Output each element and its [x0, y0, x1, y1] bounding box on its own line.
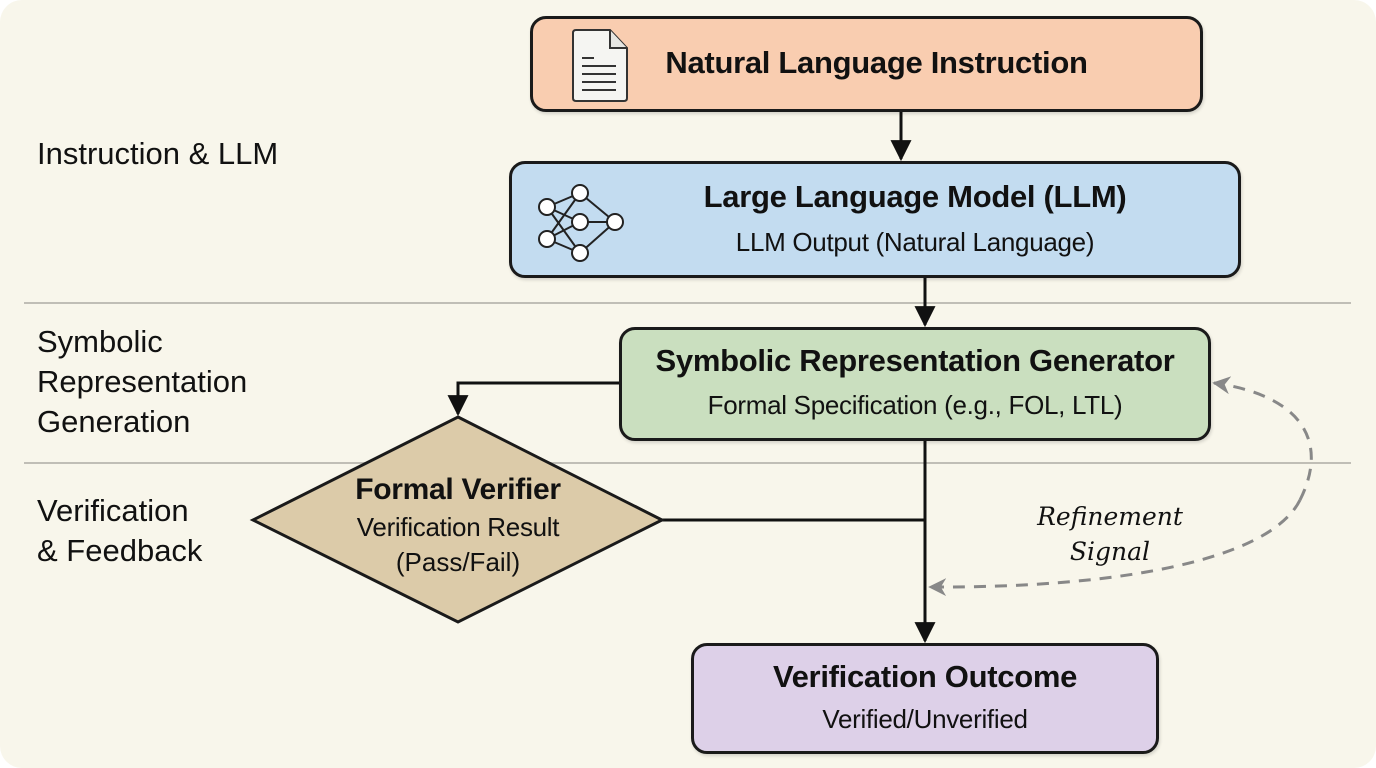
refinement-signal-label-line1: Refinement: [1037, 502, 1183, 531]
document-icon: [572, 29, 628, 102]
instruction-title: Natural Language Instruction: [665, 45, 1088, 80]
edge-generator-to-verifier: [447, 381, 619, 417]
stage-label-instruction-llm: Instruction & LLM: [37, 136, 279, 171]
outcome-subtitle: Verified/Unverified: [822, 704, 1028, 734]
neural-network-icon: [538, 184, 624, 262]
llm-subtitle: LLM Output (Natural Language): [735, 227, 1095, 257]
node-natural-language-instruction: Natural Language Instruction: [530, 16, 1203, 112]
outcome-title: Verification Outcome: [772, 659, 1078, 694]
generator-subtitle: Formal Specification (e.g., FOL, LTL): [707, 390, 1123, 420]
node-verification-outcome: Verification Outcome Verified/Unverified: [691, 643, 1159, 754]
stage-label-symbolic-generation: Symbolic Representation Generation: [37, 324, 248, 439]
stage-label-verification-feedback: Verification & Feedback: [37, 493, 203, 568]
edge-refinement-feedback-upper: [1212, 376, 1313, 501]
llm-title: Large Language Model (LLM): [703, 179, 1127, 214]
verifier-title: Formal Verifier: [355, 473, 561, 506]
refinement-signal-label-line2: Signal: [1069, 537, 1151, 566]
generator-title: Symbolic Representation Generator: [655, 343, 1175, 378]
verifier-diamond: [249, 415, 666, 624]
edge-refinement-feedback: [928, 499, 1302, 597]
node-large-language-model: Large Language Model (LLM) LLM Output (N…: [509, 161, 1241, 278]
verifier-subtitle-line2: (Pass/Fail): [395, 547, 521, 577]
verifier-subtitle-line1: Verification Result: [356, 512, 560, 542]
node-symbolic-representation-generator: Symbolic Representation Generator Formal…: [619, 327, 1211, 441]
